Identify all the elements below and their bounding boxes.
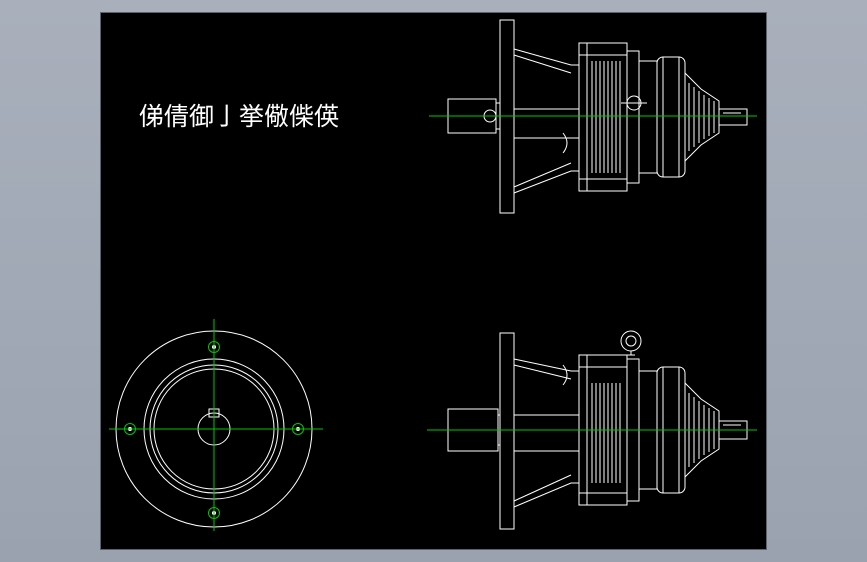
cad-drawing xyxy=(109,19,757,531)
eyebolt xyxy=(620,330,642,352)
drawing-title: 俤倩御亅挙儆偨偀 xyxy=(139,102,340,131)
side-view-bottom xyxy=(427,330,757,530)
flange-bottom xyxy=(499,332,515,530)
output-shaft-top xyxy=(718,108,748,126)
front-view xyxy=(109,319,323,531)
side-view-top xyxy=(429,19,757,214)
motor-top xyxy=(656,56,686,178)
drawing-canvas[interactable]: 俤倩御亅挙儆偨偀 xyxy=(101,13,766,549)
